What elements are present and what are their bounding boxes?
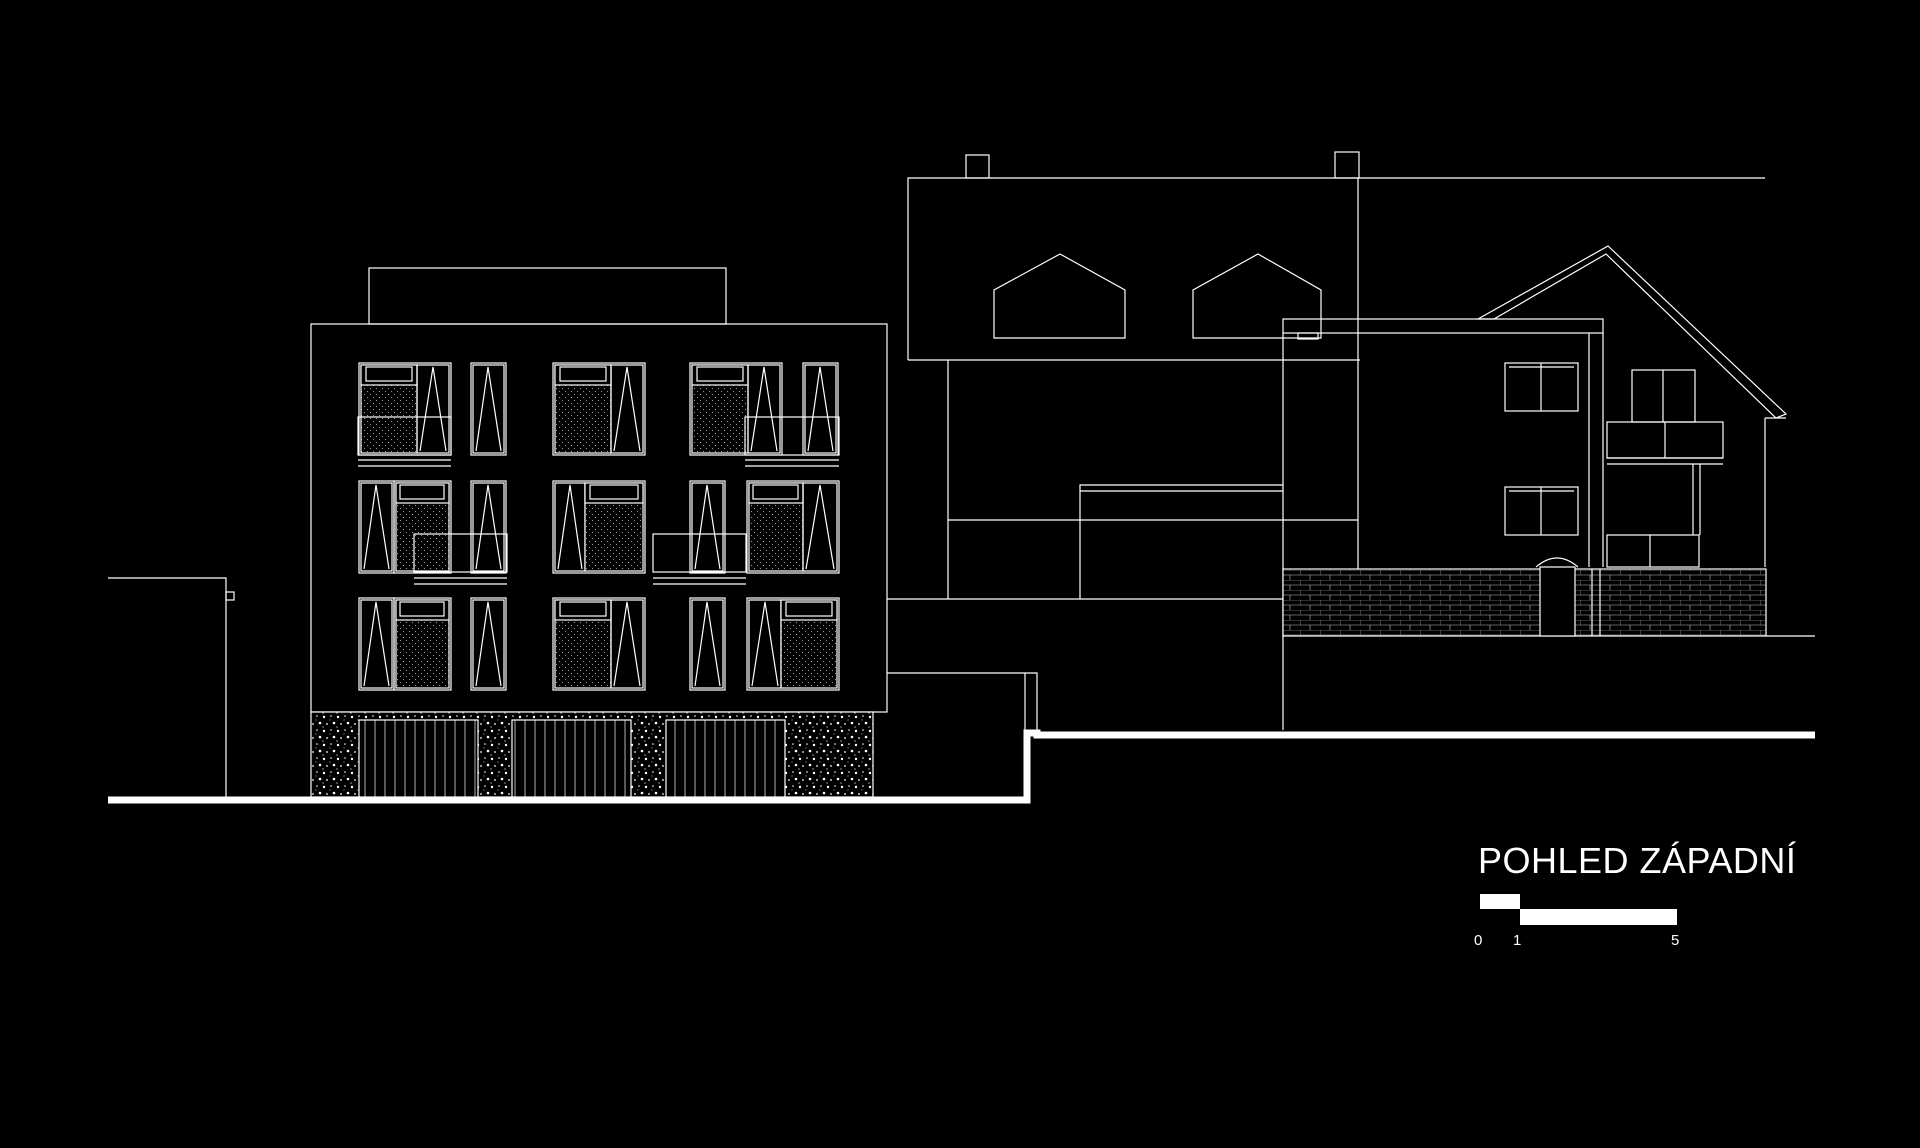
scale-bar-segment-0-1 bbox=[1480, 894, 1520, 909]
garage-door-1 bbox=[358, 719, 479, 798]
right-house bbox=[1282, 245, 1815, 730]
roof-superstructure bbox=[368, 267, 727, 325]
dormer-right bbox=[1192, 253, 1322, 339]
garage-door-2 bbox=[511, 719, 632, 798]
ground-line bbox=[108, 729, 1815, 804]
dormer-left bbox=[993, 253, 1126, 339]
middle-building bbox=[907, 151, 1765, 599]
floor-1-windows bbox=[358, 597, 840, 691]
brick-plinth bbox=[1282, 568, 1767, 637]
chimney-right bbox=[1334, 151, 1360, 179]
connector-wall bbox=[887, 598, 1283, 730]
left-neighbor-building bbox=[108, 577, 235, 797]
main-building bbox=[310, 267, 888, 798]
drawing-title: POHLED ZÁPADNÍ bbox=[1478, 840, 1796, 881]
chimney-left bbox=[965, 154, 990, 179]
scale-label-0: 0 bbox=[1474, 932, 1482, 949]
floor-2-windows bbox=[358, 480, 840, 585]
scale-label-1: 1 bbox=[1513, 932, 1521, 949]
garage-door-3 bbox=[665, 719, 786, 798]
floor-3-windows bbox=[357, 362, 840, 467]
scale-bar-segment-1-5 bbox=[1520, 909, 1677, 925]
scale-bar: 0 1 5 bbox=[1474, 894, 1679, 949]
house-door bbox=[1539, 566, 1576, 637]
scale-label-5: 5 bbox=[1671, 932, 1679, 949]
